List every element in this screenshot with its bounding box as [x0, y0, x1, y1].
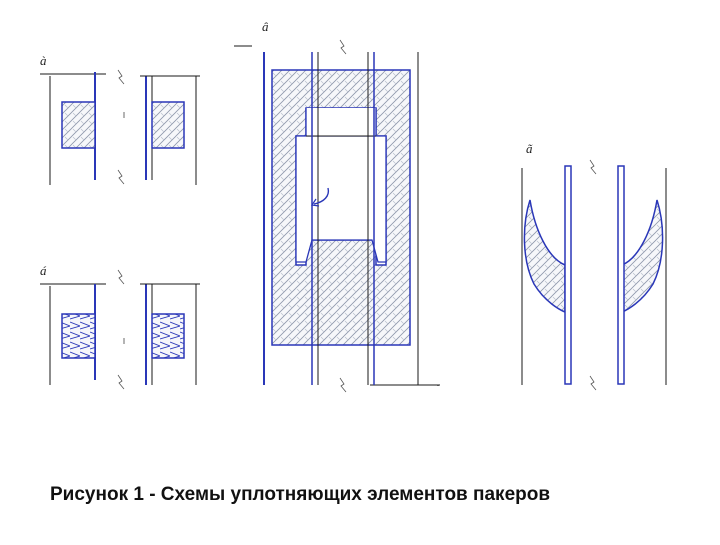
- scheme-a: [40, 69, 200, 185]
- label-scheme-g: ã: [526, 141, 533, 156]
- figure-caption: Рисунок 1 - Схемы уплотняющих элементов …: [50, 484, 551, 505]
- scheme-g: [521, 159, 667, 391]
- label-scheme-b: á: [40, 263, 47, 278]
- scheme-v: [234, 39, 440, 393]
- scheme-b: [40, 269, 200, 390]
- label-scheme-a: à: [40, 53, 47, 68]
- label-scheme-v: â: [262, 19, 269, 34]
